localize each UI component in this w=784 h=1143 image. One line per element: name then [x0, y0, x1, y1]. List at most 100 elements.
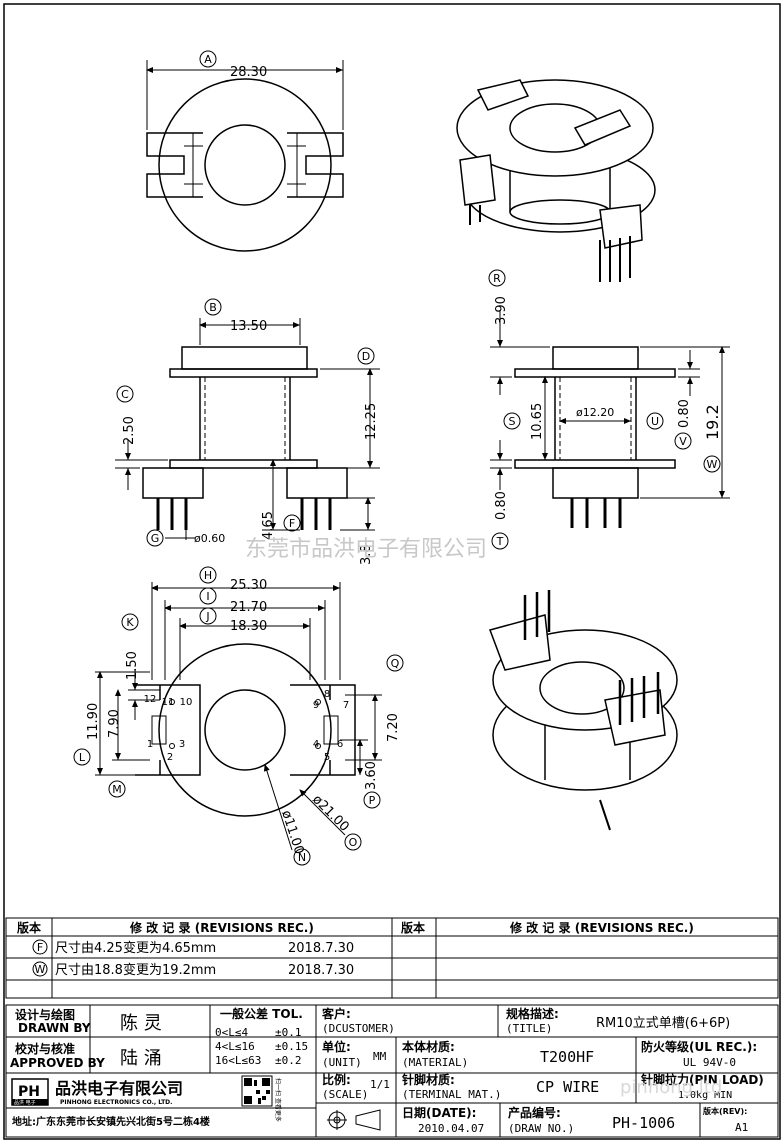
material-label-en: (MATERIAL) — [402, 1056, 468, 1069]
rev-row-ver: W — [35, 963, 46, 976]
dim-N-value: ø11.00 — [278, 809, 306, 857]
pin-numbers: 1 2 3 4 5 6 7 8 9 10 11 12 — [144, 689, 350, 763]
dim-D-letter: D — [362, 350, 370, 363]
pin-number: 5 — [324, 752, 330, 763]
dim-M-letter: M — [112, 783, 122, 796]
address: 地址:广东东莞市长安镇先兴北街5号二栋4楼 — [12, 1115, 210, 1128]
pin-number: 8 — [324, 689, 330, 700]
pin-number: 9 — [313, 700, 319, 711]
tol-range: 4<L≤16 — [215, 1040, 255, 1053]
dim-G-letter: G — [151, 532, 160, 545]
terminal-label-cn: 针脚材质: — [402, 1072, 455, 1087]
checker-label-cn: 校对与核准 — [15, 1041, 75, 1056]
dim-G — [146, 529, 195, 547]
dim-U — [559, 412, 664, 430]
rev-row-text: 尺寸由4.25变更为4.65mm — [55, 940, 216, 956]
terminal-label-en: (TERMINAL MAT.) — [402, 1088, 501, 1101]
material-label-cn: 本体材质: — [402, 1039, 455, 1054]
pin-number: 4 — [313, 739, 319, 750]
dim-L-value: 11.90 — [86, 703, 101, 740]
spec-value: RM10立式单槽(6+6P) — [596, 1016, 730, 1031]
logo-sub: 品洪 电子 — [14, 1099, 36, 1106]
dim-Q — [345, 654, 404, 761]
terminal-value: CP WIRE — [536, 1078, 599, 1096]
date-label: 日期(DATE): — [402, 1105, 476, 1120]
dim-R-value: 3.90 — [494, 296, 509, 325]
dim-I-letter: I — [206, 590, 209, 603]
pinload-value: 1.0kg MIN — [678, 1090, 732, 1101]
pin-number: 3 — [179, 739, 185, 750]
rev-value: A1 — [735, 1121, 748, 1134]
date-value: 2010.04.07 — [418, 1122, 484, 1135]
spec-label-en: (TITLE) — [506, 1022, 552, 1035]
company-name-en: PINHONG ELECTRONICS CO., LTD. — [60, 1099, 172, 1106]
designer-name: 陈 灵 — [120, 1013, 162, 1034]
tol-range: 16<L≤63 — [215, 1054, 261, 1067]
dim-P-value: 3.60 — [364, 761, 379, 790]
pin-number: 11 — [162, 697, 175, 708]
dim-H-letter: H — [204, 569, 212, 582]
dim-V-value: 0.80 — [677, 399, 692, 428]
dim-D — [320, 347, 380, 469]
watermark: 东莞市品洪电子有限公司 — [245, 537, 487, 562]
front-view — [142, 346, 348, 530]
drawno-label-en: (DRAW NO.) — [508, 1122, 574, 1135]
dim-O-letter: O — [349, 836, 358, 849]
dim-S-letter: S — [509, 415, 516, 428]
scale-label-cn: 比例: — [322, 1072, 351, 1087]
side-view — [514, 346, 676, 528]
dim-N-letter: N — [298, 851, 306, 864]
pin-dots — [169, 699, 321, 749]
dim-M — [108, 689, 150, 798]
dim-F-letter: F — [289, 517, 295, 530]
tol-value: ±0.15 — [275, 1040, 308, 1053]
dim-N-O — [263, 764, 362, 866]
designer-label-cn: 设计与绘图 — [15, 1007, 75, 1022]
dim-U-value: ø12.20 — [576, 406, 614, 419]
fire-label: 防火等级(UL REC.): — [641, 1039, 757, 1054]
tol-value: ±0.2 — [275, 1054, 302, 1067]
dim-J-letter: J — [205, 610, 209, 623]
pin-number: 2 — [167, 752, 173, 763]
dim-C-letter: C — [121, 388, 129, 401]
pin-number: 10 — [180, 697, 193, 708]
rev-ver-circle — [32, 939, 48, 955]
dim-I-value: 21.70 — [230, 600, 267, 615]
dim-I — [164, 587, 326, 680]
top-view — [146, 78, 344, 252]
dim-G-value: ø0.60 — [194, 532, 225, 545]
title-block-grid — [5, 1004, 779, 1138]
dim-W-value: 19.2 — [703, 404, 722, 440]
dim-B — [199, 298, 301, 345]
tol-range: 0<L≤4 — [215, 1026, 248, 1039]
watermark-url: pinhong.ltd — [620, 1077, 722, 1098]
dim-K-letter: K — [126, 616, 134, 629]
designer-label-en: DRAWN BY — [18, 1021, 91, 1035]
dim-H — [151, 566, 341, 680]
qr-code — [241, 1075, 273, 1107]
rev-header-rec-2: 修 改 记 录 (REVISIONS REC.) — [509, 920, 694, 935]
iso-view-top — [456, 79, 656, 282]
unit-value: MM — [373, 1050, 387, 1063]
dim-D-value: 12.25 — [364, 403, 379, 440]
checker-name: 陆 涌 — [120, 1048, 162, 1069]
dim-J-value: 18.30 — [230, 619, 267, 634]
dim-Q-letter: Q — [391, 657, 400, 670]
tol-value: ±0.1 — [275, 1026, 302, 1039]
sheet-border — [3, 3, 781, 1140]
rev-label: 版本(REV): — [702, 1106, 747, 1116]
logo-text: PH — [18, 1084, 40, 1100]
rev-row-date: 2018.7.30 — [288, 941, 354, 956]
dim-A-value: 28.30 — [230, 65, 267, 80]
rev-row-text: 尺寸由18.8变更为19.2mm — [55, 962, 216, 978]
dim-T-value: 0.80 — [494, 491, 509, 520]
scale-value: 1/1 — [370, 1078, 390, 1091]
pinload-label: 针脚拉力(PIN LOAD) — [641, 1072, 764, 1087]
dim-O-value: ø21.00 — [309, 792, 352, 835]
dim-E — [262, 459, 300, 531]
dim-H-value: 25.30 — [230, 578, 267, 593]
rev-row-date: 2018.7.30 — [288, 963, 354, 978]
dim-F-value: 3.8 — [359, 544, 374, 565]
dim-B-value: 13.50 — [230, 319, 267, 334]
customer-label-en: (DCUSTOMER) — [322, 1022, 395, 1035]
